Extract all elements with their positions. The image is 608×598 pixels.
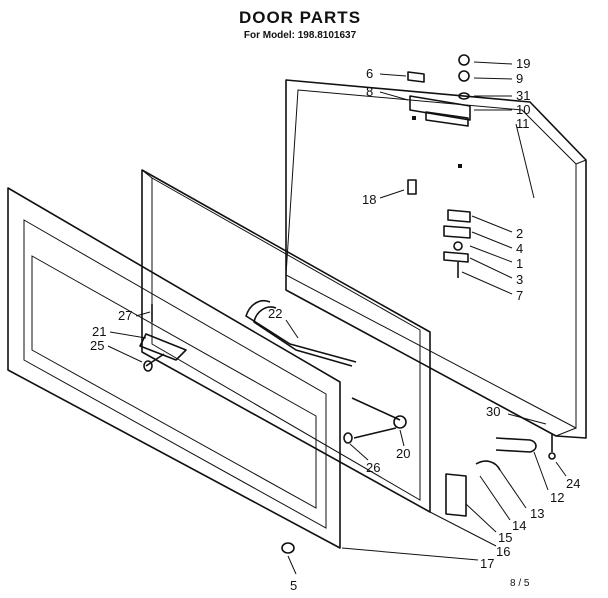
outer-door-frame bbox=[285, 79, 587, 439]
callout-6: 6 bbox=[366, 66, 373, 81]
lower-hinge-parts bbox=[445, 434, 556, 517]
callout-2: 2 bbox=[516, 226, 523, 241]
callout-24: 24 bbox=[566, 476, 580, 491]
callout-15: 15 bbox=[498, 530, 512, 545]
callout-18: 18 bbox=[362, 192, 376, 207]
callout-20: 20 bbox=[396, 446, 410, 461]
callout-17: 17 bbox=[480, 556, 494, 571]
hinge-parts bbox=[407, 54, 471, 278]
callout-21: 21 bbox=[92, 324, 106, 339]
callout-8: 8 bbox=[366, 84, 373, 99]
callout-14: 14 bbox=[512, 518, 526, 533]
callout-16: 16 bbox=[496, 544, 510, 559]
leader-lines bbox=[107, 61, 567, 575]
callout-3: 3 bbox=[516, 272, 523, 287]
callout-11: 11 bbox=[516, 116, 530, 131]
callout-labels: 19 9 31 10 11 6 8 18 2 4 1 3 7 27 21 25 … bbox=[90, 56, 580, 593]
callout-9: 9 bbox=[516, 71, 523, 86]
callout-13: 13 bbox=[530, 506, 544, 521]
callout-19: 19 bbox=[516, 56, 530, 71]
callout-10: 10 bbox=[516, 102, 530, 117]
callout-31: 31 bbox=[516, 88, 530, 103]
callout-25: 25 bbox=[90, 338, 104, 353]
inner-door-liner bbox=[7, 187, 341, 549]
callout-7: 7 bbox=[516, 288, 523, 303]
page-mark: 8 / 5 bbox=[510, 578, 530, 589]
latch-parts bbox=[139, 304, 187, 372]
model-subtitle: For Model: 198.8101637 bbox=[243, 30, 357, 41]
callout-4: 4 bbox=[516, 241, 523, 256]
callout-22: 22 bbox=[268, 306, 282, 321]
callout-26: 26 bbox=[366, 460, 380, 475]
screw-5 bbox=[281, 542, 295, 554]
handle-rod bbox=[245, 300, 357, 367]
callout-5: 5 bbox=[290, 578, 297, 593]
switch-wire-assembly bbox=[343, 397, 407, 444]
callout-1: 1 bbox=[516, 256, 523, 271]
callout-30: 30 bbox=[486, 404, 500, 419]
callout-12: 12 bbox=[550, 490, 564, 505]
callout-27: 27 bbox=[118, 308, 132, 323]
diagram-title: DOOR PARTS bbox=[238, 8, 362, 27]
